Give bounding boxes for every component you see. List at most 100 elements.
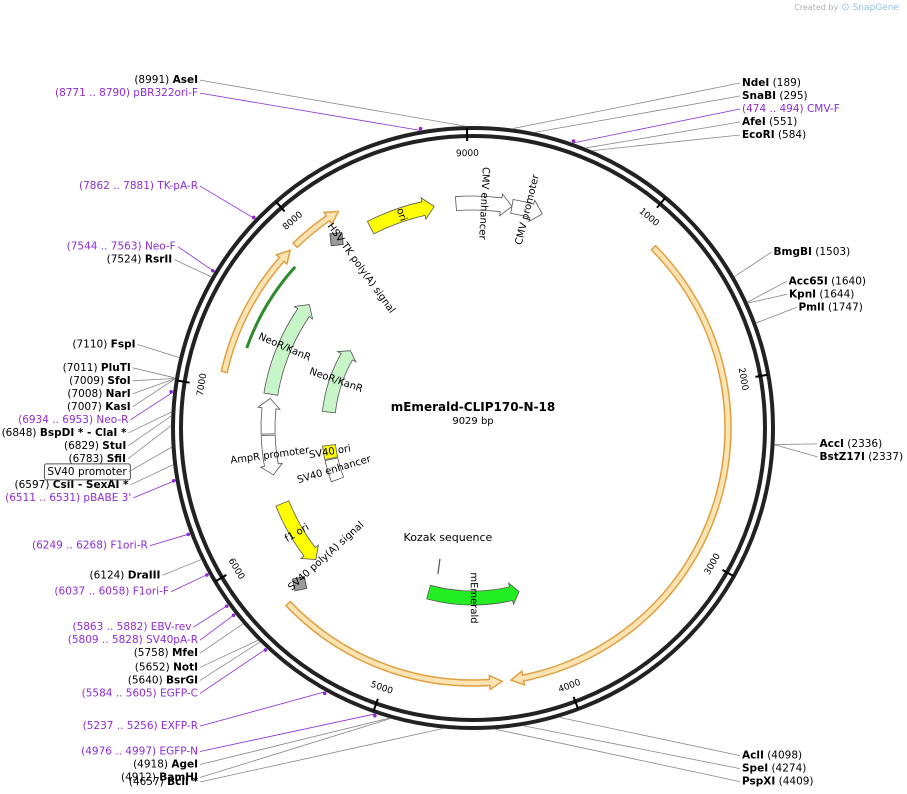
site-label-f1ori-r: (6249 .. 6268) F1ori-R — [32, 540, 148, 552]
site-name-snabi: SnaBI — [742, 90, 776, 102]
feature-neor-kanr-outer — [220, 249, 292, 374]
site-name-pspxi: PspXI — [742, 776, 775, 788]
site-leader-f1ori-f — [170, 573, 209, 593]
site-leader-sfii — [127, 425, 172, 460]
kozak-mark — [437, 558, 441, 574]
primer-mark-neo-f — [211, 268, 215, 273]
primer-mark-pbr322ori-f — [418, 126, 423, 131]
site-leader-neo-f — [177, 246, 215, 273]
tick-1000 — [656, 197, 667, 209]
tick-label-2000: 2000 — [736, 367, 750, 392]
feature-sv40-ori — [322, 444, 339, 461]
site-leader-snabi — [534, 95, 741, 133]
site-pos-stui: (6829) — [64, 440, 102, 452]
plasmid-name: mEmerald-CLIP170-N-18 — [391, 400, 556, 414]
site-name-kasi: KasI — [105, 401, 130, 413]
feature-label-memerald: mEmerald — [468, 572, 479, 623]
site-leader-bstz17i — [774, 444, 818, 458]
primer-mark-f1ori-f — [205, 573, 209, 577]
site-leader-draiii — [162, 559, 202, 576]
site-pos-acc65i: (1640) — [828, 275, 866, 287]
site-leader-bspdi-clai — [128, 411, 172, 434]
tick-label-3000: 3000 — [703, 552, 723, 577]
site-label-bspdi-clai: (6848) BspDI * - ClaI * — [2, 427, 127, 439]
site-label-pmli: PmlI (1747) — [798, 301, 862, 313]
feature-label-ori: ori — [394, 207, 409, 223]
feature-label-cmv-enhancer: CMV enhancer — [476, 167, 491, 241]
site-pos-spei: (4274) — [768, 763, 806, 775]
site-leader-exfp-r — [199, 691, 326, 727]
signal-sv40-poly-a-signal — [291, 576, 308, 592]
site-leader-sv40pa-r — [199, 613, 236, 641]
site-leader-pbr322ori-f — [199, 92, 421, 131]
site-label-csii-sexai: (6597) CsiI - SexAI * — [15, 479, 130, 491]
site-pos-noti: (5652) — [135, 661, 173, 673]
site-name-bspdi-clai: BspDI * - ClaI * — [40, 427, 127, 439]
feature-cmv-promoter — [510, 199, 543, 223]
site-leader-neo-r — [130, 391, 174, 421]
site-label-neo-r: (6934 .. 6953) Neo-R — [18, 414, 128, 426]
site-label-acci: AccI (2336) — [819, 438, 882, 450]
feature-sv40-enhancer — [324, 457, 345, 483]
primer-mark-pbabe-3 — [171, 478, 176, 483]
tick-label-7000: 7000 — [196, 372, 210, 396]
site-leader-pspxi — [495, 728, 741, 783]
site-name-acc65i: Acc65I — [789, 275, 828, 287]
site-pos-fspi: (7110) — [72, 339, 110, 351]
site-label-draiii: (6124) DraIII — [89, 569, 160, 581]
site-pos-pspxi: (4409) — [775, 776, 813, 788]
tick-6000 — [214, 573, 227, 583]
site-leader-rsrii — [174, 259, 212, 278]
site-label-stui: (6829) StuI — [64, 440, 126, 452]
site-label-bcli: (4657) BclI * — [129, 776, 199, 788]
site-name-draiii: DraIII — [128, 569, 161, 581]
feature-clip170-orf — [509, 244, 732, 687]
site-label-afei: AfeI (551) — [742, 116, 797, 128]
site-pos-agei: (4918) — [133, 759, 171, 771]
site-leader-mfei — [199, 623, 244, 654]
primer-mark-f1ori-r — [186, 532, 191, 537]
site-name-fspi: FspI — [111, 339, 136, 351]
site-label-ebv-rev: (5863 .. 5882) EBV-rev — [72, 621, 191, 633]
site-label-exfp-r: (5237 .. 5256) EXFP-R — [83, 720, 198, 732]
primer-mark-sv40pa-r — [231, 613, 236, 618]
primer-mark-tk-pa-r — [251, 215, 256, 220]
site-pos-kasi: (7007) — [67, 401, 105, 413]
site-label-cmv-f: (474 .. 494) CMV-F — [742, 103, 840, 115]
site-leader-kpni — [747, 293, 788, 304]
site-pos-kpni: (1644) — [816, 288, 854, 300]
site-name-bamhi: BamHI — [159, 772, 198, 784]
backbone-outer — [171, 126, 775, 730]
site-label-neo-f: (7544 .. 7563) Neo-F — [67, 241, 176, 253]
feature-ampr-promoter — [259, 434, 284, 476]
site-leader-pbabe-3 — [133, 480, 176, 499]
line-neor-inner-green — [245, 265, 297, 349]
primer-mark-egfp-n — [373, 713, 377, 718]
site-pos-pluti: (7011) — [63, 362, 101, 374]
backbone-inner — [179, 134, 767, 722]
site-leader-sfoi — [132, 377, 176, 382]
tick-label-5000: 5000 — [369, 680, 394, 697]
site-name-mfei: MfeI — [172, 647, 198, 659]
site-label-spei: SpeI (4274) — [742, 763, 806, 775]
site-label-snabi: SnaBI (295) — [742, 90, 808, 102]
site-name-pmli: PmlI — [798, 301, 824, 313]
site-label-kpni: KpnI (1644) — [789, 288, 854, 300]
site-name-agei: AgeI — [171, 759, 198, 771]
signal-label-hsv-tk-poly-a-signal: HSV TK poly(A) signal — [325, 221, 397, 315]
site-pos-bstz17i: (2337) — [865, 451, 903, 463]
site-leader-csii-sexai — [130, 464, 174, 486]
site-name-csii-sexai: CsiI - SexAI * — [53, 479, 129, 491]
site-name-acci: AccI — [819, 438, 843, 450]
tick-4000 — [572, 696, 580, 710]
site-label-rsrii: (7524) RsrII — [107, 254, 173, 266]
site-label-sv40-promoter: SV40 promoter — [47, 466, 127, 478]
site-leader-tk-pa-r — [199, 185, 256, 220]
site-pos-bmgbi: (1503) — [812, 246, 850, 258]
site-label-fspi: (7110) FspI — [72, 339, 135, 351]
kozak-label: Kozak sequence — [404, 531, 493, 544]
site-leader-ndei — [512, 82, 741, 130]
tick-5000 — [372, 698, 379, 712]
